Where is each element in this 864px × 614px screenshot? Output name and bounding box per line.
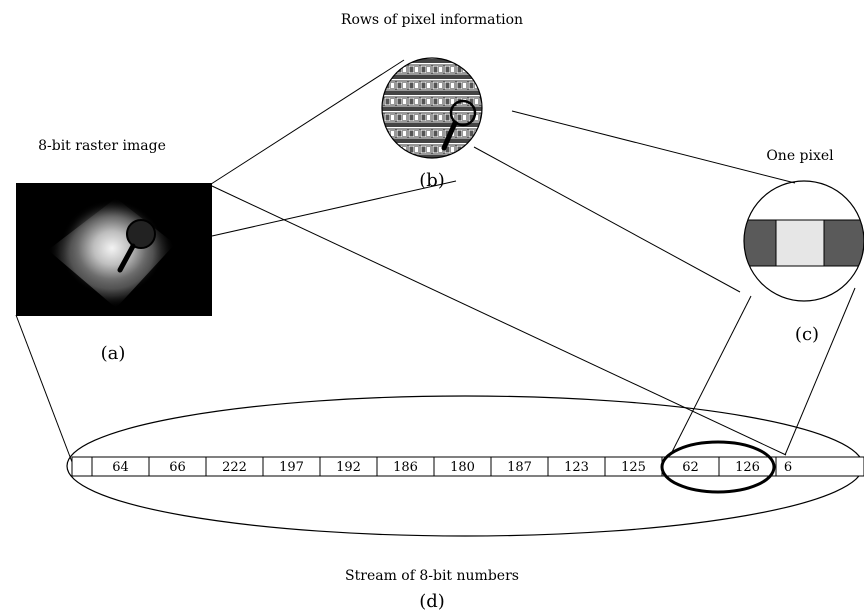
stream-value: 192	[336, 460, 361, 475]
stream-value: 187	[507, 460, 532, 475]
stream-value: 197	[279, 460, 304, 475]
label-a: (a)	[101, 343, 126, 364]
zoom-circle-c	[743, 180, 864, 302]
pixel-dark-right	[823, 219, 864, 267]
stream-value: 123	[564, 460, 589, 475]
raster-title: 8-bit raster image	[38, 138, 166, 154]
connector-a-stream-left	[15, 314, 73, 463]
stream-value: 186	[393, 460, 418, 475]
label-b: (b)	[419, 170, 445, 191]
connector-c-d-left	[671, 295, 752, 453]
zoom-circle-b	[381, 57, 483, 159]
pixel-rows-zoom	[381, 57, 483, 159]
one-pixel-title: One pixel	[766, 148, 834, 164]
stream-bar	[71, 456, 864, 477]
connector-a-b-top	[207, 59, 405, 187]
connector-b-c-top	[511, 110, 796, 184]
label-c: (c)	[795, 324, 819, 345]
magnifier-b-icon	[441, 99, 477, 151]
stream-value: 6	[784, 460, 792, 475]
stream-value: 62	[682, 460, 699, 475]
pixel-light	[775, 219, 825, 267]
stream-value: 125	[621, 460, 646, 475]
stream-value: 222	[222, 460, 247, 475]
connector-lines	[15, 59, 856, 463]
number-stream: 64 66 222 197 192 186 180 187 123 125 62 126 6	[66, 395, 864, 537]
connector-a-stream	[211, 185, 787, 456]
stream-value: 66	[169, 460, 186, 475]
label-d: (d)	[419, 591, 445, 612]
connector-b-c-bottom	[473, 146, 741, 293]
stream-cells: 64 66 222 197 192 186 180 187 123 125 62 126 6	[91, 457, 792, 476]
stream-title: Stream of 8-bit numbers	[345, 568, 519, 584]
highlight-ellipse	[660, 440, 776, 494]
stream-value: 180	[450, 460, 475, 475]
stream-value: 64	[112, 460, 129, 475]
pixel-dark-left	[744, 219, 777, 267]
pixel-rows-pattern	[382, 58, 482, 158]
connector-c-d-right	[784, 287, 856, 456]
connector-a-b-bottom	[211, 180, 457, 237]
stream-value: 126	[735, 460, 760, 475]
magnifier-icon	[117, 219, 156, 273]
rows-title: Rows of pixel information	[341, 12, 523, 28]
one-pixel-zoom	[743, 180, 864, 302]
raster-image	[16, 183, 212, 316]
